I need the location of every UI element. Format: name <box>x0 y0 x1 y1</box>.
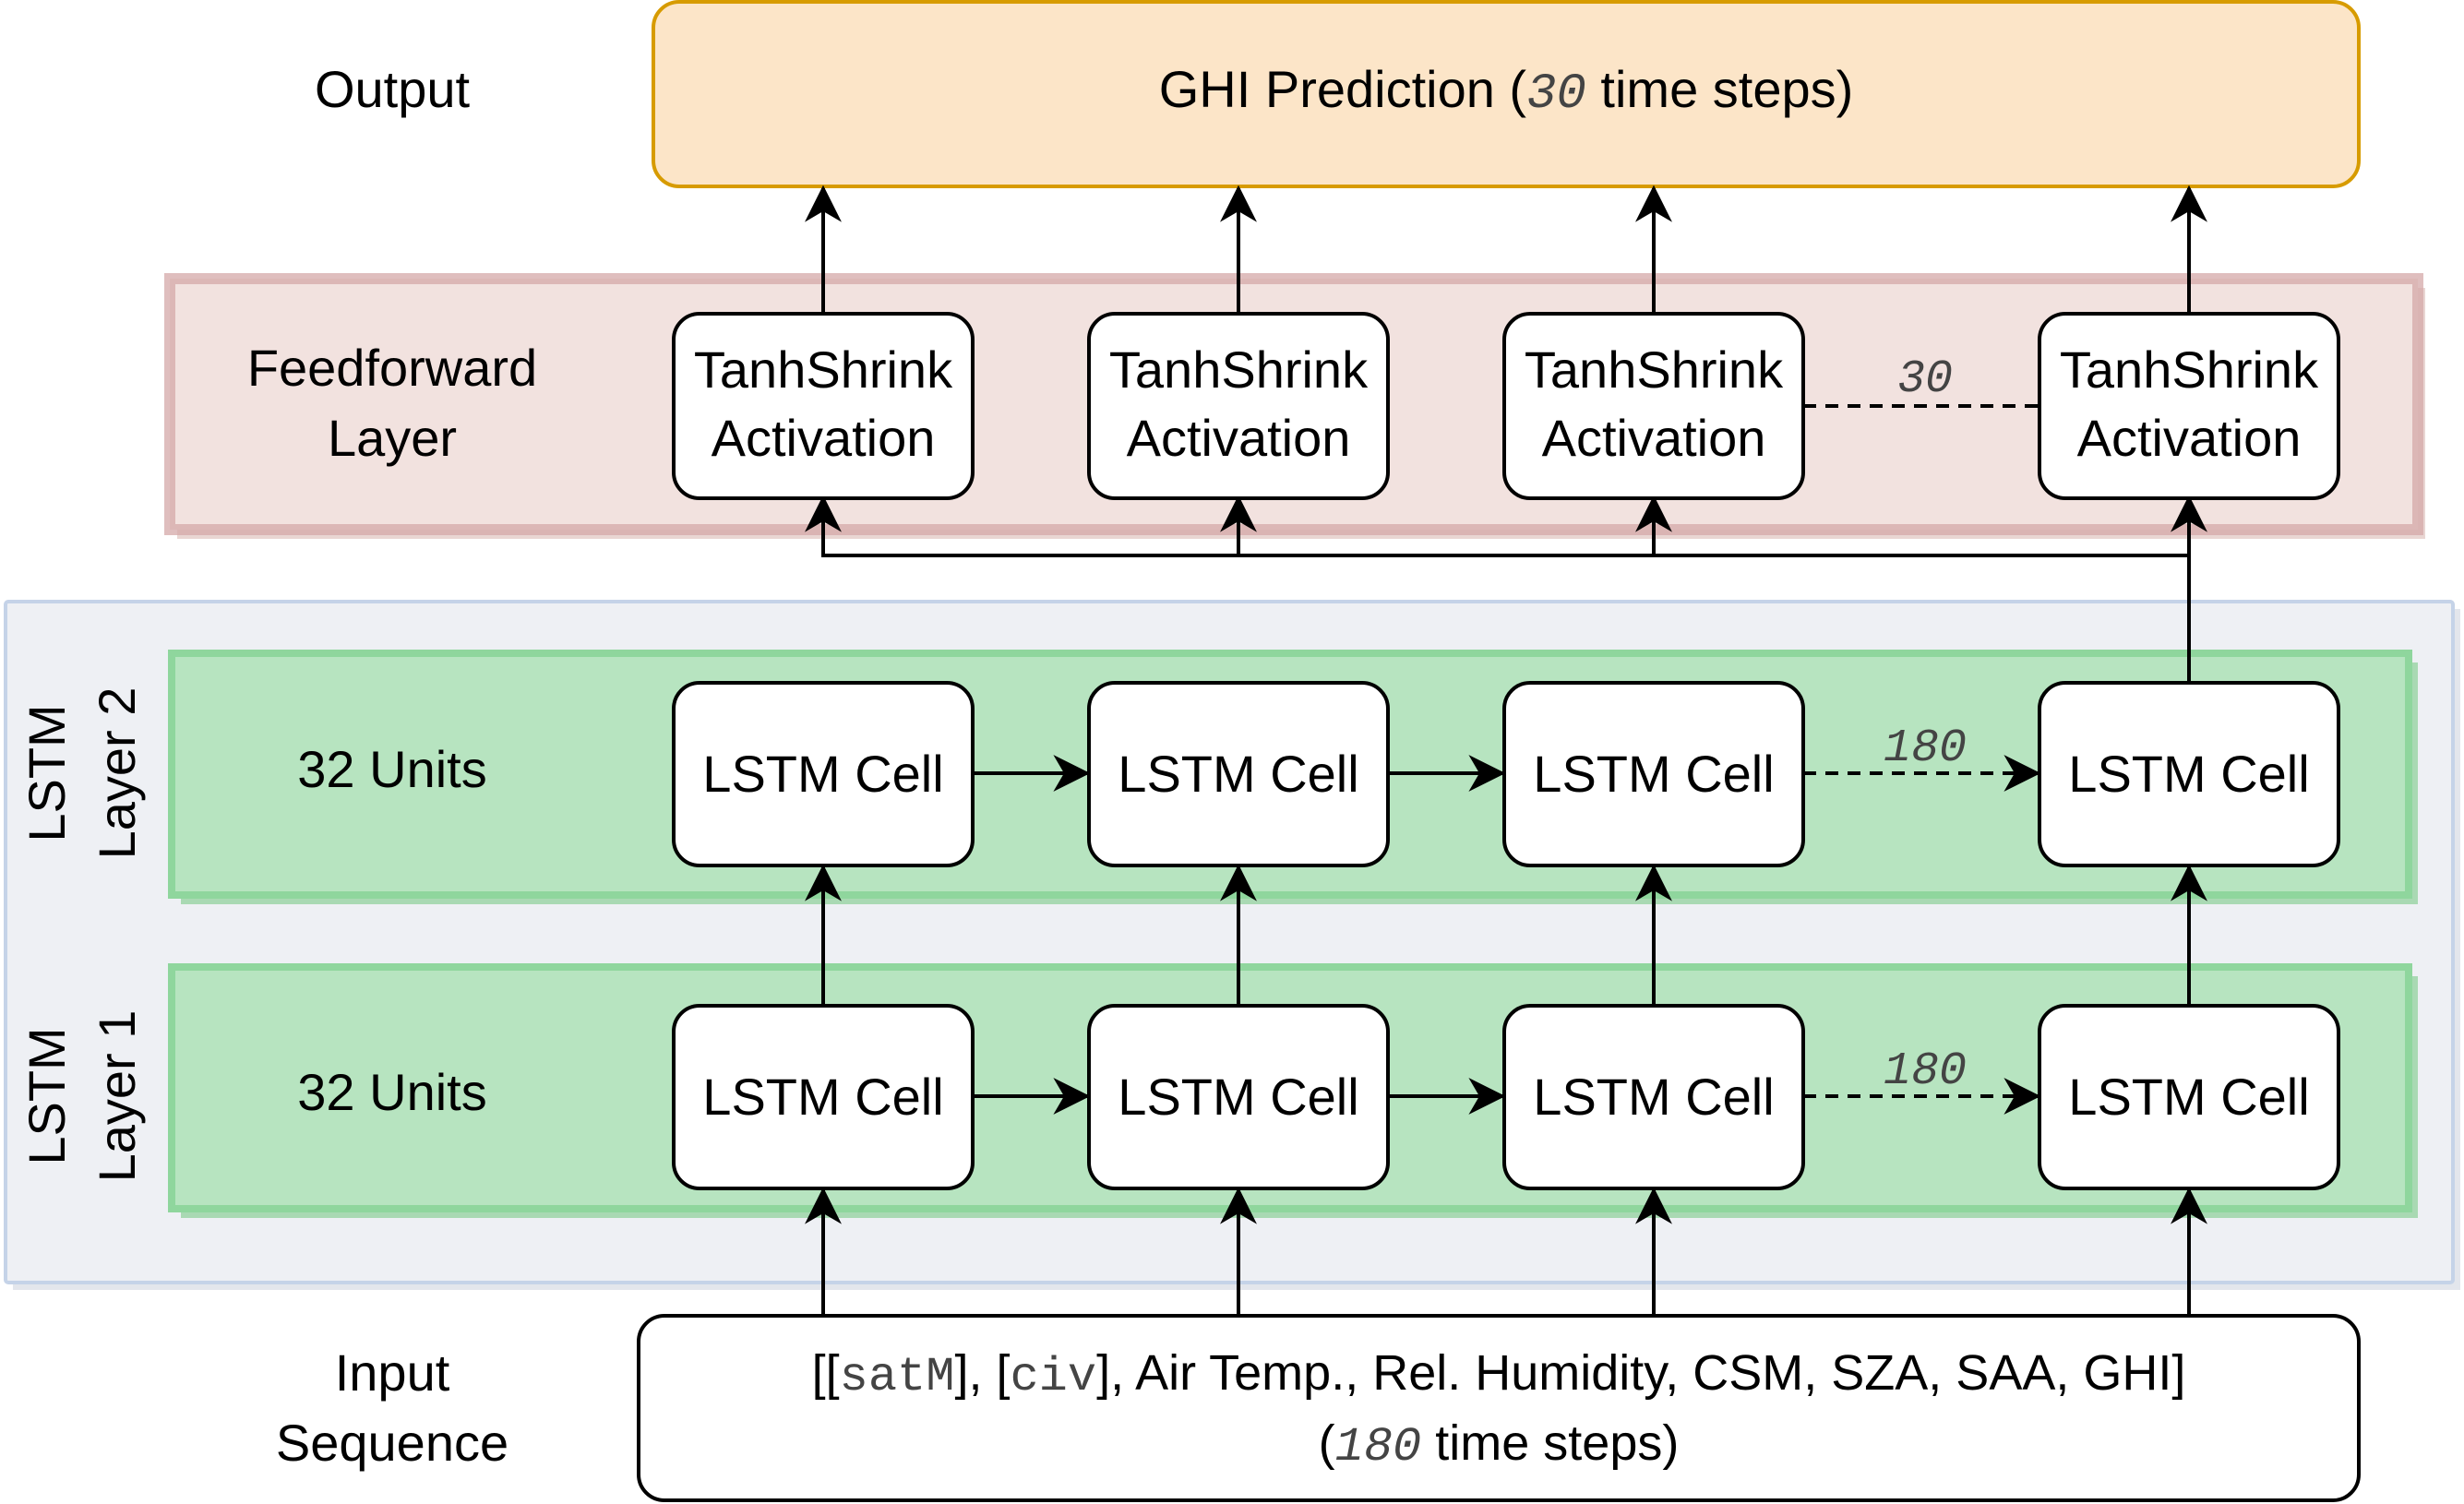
feedforward-cell-3-line1: TanhShrink <box>1525 340 1784 399</box>
feedforward-cell-1-line1: TanhShrink <box>694 340 953 399</box>
lstm-l2-cell-2-box <box>1087 681 1390 867</box>
lstm-l1-cell-1: LSTM Cell <box>672 1004 975 1190</box>
input-sequence-line1: [[satM], [civ], Air Temp., Rel. Humidity… <box>812 1345 2186 1404</box>
feedforward-cell-2-line2: Activation <box>1127 409 1351 467</box>
lstm-l2-cell-1-box <box>672 681 975 867</box>
feedforward-label-line2: Layer <box>328 409 457 467</box>
feedforward-cell-1: TanhShrink Activation <box>672 312 975 500</box>
feedforward-cell-2-box <box>1087 312 1390 500</box>
lstm-l1-cell-3-label: LSTM Cell <box>1533 1068 1774 1126</box>
lstm-l1-cell-4-box <box>2038 1004 2340 1190</box>
feedforward-cell-2-line1: TanhShrink <box>1109 340 1369 399</box>
output-box-text: GHI Prediction (30 time steps) <box>1159 60 1854 123</box>
feedforward-cell-1-line2: Activation <box>712 409 936 467</box>
lstm-l1-cell-4-label: LSTM Cell <box>2068 1068 2309 1126</box>
feedforward-cell-4: TanhShrink Activation <box>2038 312 2340 500</box>
layer1-to-layer2-arrows <box>805 864 2207 1006</box>
lstm-l2-cell-4: LSTM Cell <box>2038 681 2340 867</box>
layer2-count-label: 180 <box>1884 722 1967 775</box>
lstm-l2-cell-3-label: LSTM Cell <box>1533 745 1774 803</box>
lstm-l2-cell-1-label: LSTM Cell <box>702 745 943 803</box>
feedforward-cell-3-box <box>1502 312 1805 500</box>
units-layer2-label: 32 Units <box>297 740 486 798</box>
output-box <box>652 0 2361 188</box>
layer2-label-line1: LSTM <box>18 704 76 842</box>
feedforward-count-label: 30 <box>1897 353 1953 406</box>
feedforward-to-output-arrows <box>805 185 2207 314</box>
lstm-l2-cell-2: LSTM Cell <box>1087 681 1390 867</box>
lstm-l2-cell-4-label: LSTM Cell <box>2068 745 2309 803</box>
lstm-l2-cell-1: LSTM Cell <box>672 681 975 867</box>
feedforward-cell-3: TanhShrink Activation <box>1502 312 1805 500</box>
lstm-l1-cell-2: LSTM Cell <box>1087 1004 1390 1190</box>
output-label: Output <box>315 60 471 118</box>
feedforward-cell-2: TanhShrink Activation <box>1087 312 1390 500</box>
lstm-l1-cell-3: LSTM Cell <box>1502 1004 1805 1190</box>
input-label-line1: Input <box>335 1343 450 1402</box>
feedforward-cell-4-line2: Activation <box>2077 409 2302 467</box>
layer2-to-feedforward-connectors <box>805 495 2207 683</box>
layer1-count-label: 180 <box>1884 1045 1967 1098</box>
feedforward-cell-4-box <box>2038 312 2340 500</box>
input-label-line2: Sequence <box>276 1414 508 1472</box>
lstm-l1-cell-2-label: LSTM Cell <box>1118 1068 1358 1126</box>
lstm-l2-cell-3-box <box>1502 681 1805 867</box>
layer1-rotated-label: LSTM Layer 1 <box>18 1010 146 1183</box>
input-sequence-box <box>637 1314 2361 1502</box>
feedforward-cell-4-line1: TanhShrink <box>2060 340 2319 399</box>
feedforward-label-line1: Feedforward <box>247 339 537 397</box>
feedforward-cell-3-line2: Activation <box>1542 409 1766 467</box>
feedforward-cell-1-box <box>672 312 975 500</box>
lstm-l1-cell-1-label: LSTM Cell <box>702 1068 943 1126</box>
layer2-label-line2: Layer 2 <box>88 687 146 860</box>
layer1-label-line2: Layer 1 <box>88 1010 146 1183</box>
lstm-l1-cell-1-box <box>672 1004 975 1190</box>
lstm-l2-cell-3: LSTM Cell <box>1502 681 1805 867</box>
layer1-label-line1: LSTM <box>18 1027 76 1164</box>
lstm-l2-cell-2-label: LSTM Cell <box>1118 745 1358 803</box>
layer2-rotated-label: LSTM Layer 2 <box>18 687 146 860</box>
lstm-l1-cell-2-box <box>1087 1004 1390 1190</box>
input-sequence-line2: (180 time steps) <box>1319 1415 1680 1474</box>
input-to-layer1-arrows <box>805 1187 2207 1316</box>
lstm-l1-cell-4: LSTM Cell <box>2038 1004 2340 1190</box>
lstm-l2-cell-4-box <box>2038 681 2340 867</box>
lstm-l1-cell-3-box <box>1502 1004 1805 1190</box>
units-layer1-label: 32 Units <box>297 1063 486 1121</box>
